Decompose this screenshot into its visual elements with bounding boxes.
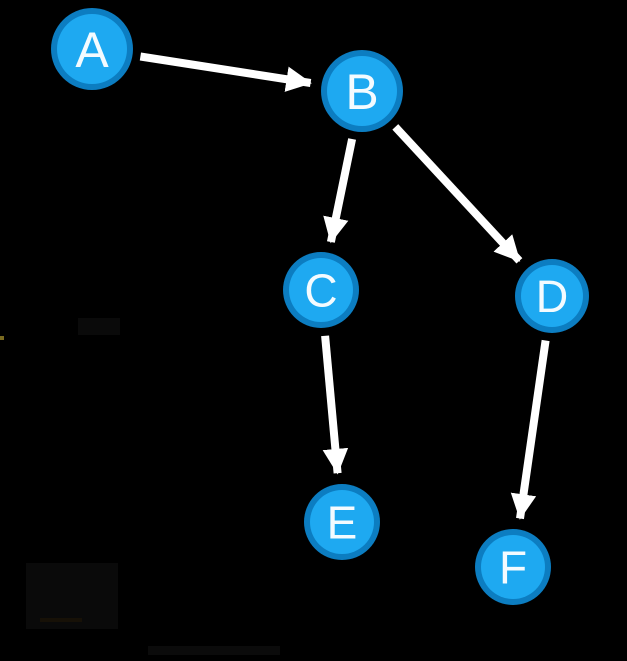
edge-B-C	[323, 138, 357, 244]
background-artifact	[0, 336, 4, 340]
node-F[interactable]: F	[475, 529, 551, 605]
node-D[interactable]: D	[515, 259, 589, 333]
edge-layer	[139, 52, 550, 520]
node-body	[327, 56, 397, 126]
node-E[interactable]: E	[304, 484, 380, 560]
node-B[interactable]: B	[321, 50, 403, 132]
artifact-layer	[0, 318, 280, 655]
node-body	[521, 265, 583, 327]
node-A[interactable]: A	[51, 8, 133, 90]
edge-B-D	[392, 124, 523, 264]
node-body	[310, 490, 374, 554]
node-layer: A B C D E F	[51, 8, 589, 605]
background-artifact	[40, 618, 82, 622]
background-artifact	[148, 646, 280, 655]
node-body	[289, 258, 353, 322]
node-C[interactable]: C	[283, 252, 359, 328]
edge-A-B	[139, 52, 312, 92]
node-body	[481, 535, 545, 599]
edge-C-E	[321, 335, 349, 475]
node-body	[57, 14, 127, 84]
background-artifact	[78, 318, 120, 335]
edge-D-F	[510, 339, 550, 520]
